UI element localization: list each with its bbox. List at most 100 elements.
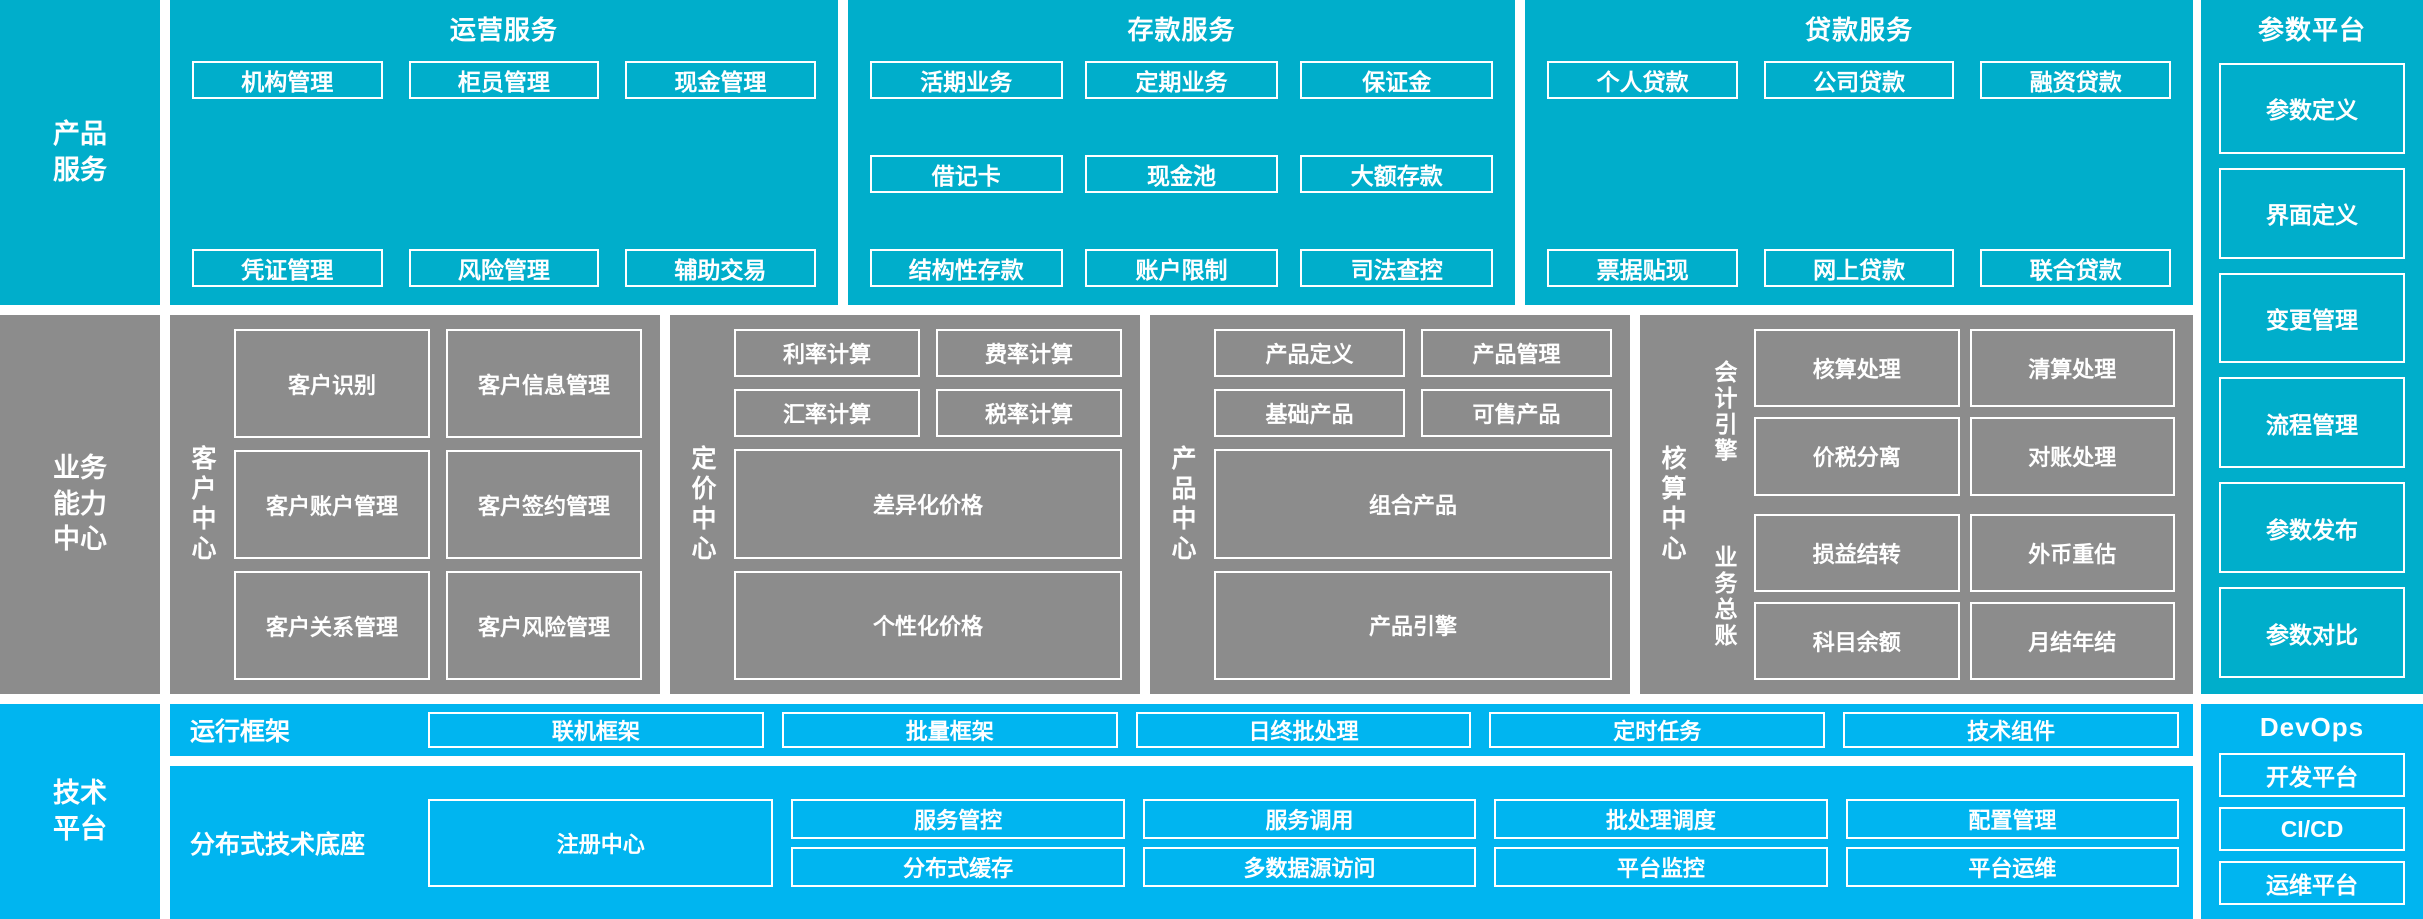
- capability-cell[interactable]: 基础产品: [1214, 389, 1405, 437]
- devops-item[interactable]: 运维平台: [2219, 861, 2405, 905]
- capability-cell[interactable]: 利率计算: [734, 329, 920, 377]
- capability-cell[interactable]: 客户识别: [234, 329, 430, 438]
- capability-cell[interactable]: 价税分离: [1754, 417, 1960, 496]
- service-cell[interactable]: 保证金: [1300, 61, 1494, 99]
- capability-cell[interactable]: 客户关系管理: [234, 571, 430, 680]
- accounting-engine-col-2: 清算处理 对账处理: [1969, 329, 2175, 496]
- tech-row-distributed-base: 分布式技术底座 注册中心 服务管控 分布式缓存 服务调用 多数据源访问 批处理调…: [170, 766, 2193, 919]
- band-product-services: 产品 服务 运营服务 机构管理 柜员管理 现金管理 凭证管理 风险管理 辅助交易: [0, 0, 2194, 305]
- tech-cell[interactable]: 技术组件: [1843, 712, 2179, 748]
- capability-cell[interactable]: 产品管理: [1421, 329, 1612, 377]
- service-cell[interactable]: 柜员管理: [408, 61, 600, 99]
- panel-title-devops: DevOps: [2259, 712, 2365, 742]
- service-cell[interactable]: 票据贴现: [1547, 249, 1738, 287]
- service-cell[interactable]: 个人贷款: [1547, 61, 1738, 99]
- capability-cell[interactable]: 清算处理: [1969, 329, 2175, 408]
- capability-cell-wide[interactable]: 差异化价格: [734, 449, 1122, 559]
- parameter-item[interactable]: 参数发布: [2219, 482, 2405, 574]
- capability-cell[interactable]: 科目余额: [1754, 601, 1960, 680]
- center-pricing-grid: 利率计算 费率计算 汇率计算 税率计算: [734, 329, 1122, 437]
- service-cell[interactable]: 借记卡: [869, 155, 1063, 193]
- capability-cell[interactable]: 可售产品: [1421, 389, 1612, 437]
- capability-cell[interactable]: 外币重估: [1969, 513, 2175, 592]
- service-cell[interactable]: 结构性存款: [869, 249, 1063, 287]
- tech-cell[interactable]: 批量框架: [781, 712, 1118, 748]
- capability-cell[interactable]: 月结年结: [1969, 601, 2175, 680]
- service-cell[interactable]: 账户限制: [1084, 249, 1279, 287]
- capability-cell[interactable]: 核算处理: [1754, 329, 1960, 408]
- service-cell[interactable]: 现金管理: [625, 61, 816, 99]
- center-accounting-body: 会计引擎 核算处理 价税分离 清算处理 对账处理 业务总账: [1704, 329, 2175, 680]
- tech-cell-stack: 配置管理 平台运维: [1845, 798, 2180, 887]
- tech-cell[interactable]: 批处理调度: [1494, 798, 1828, 839]
- capability-cell[interactable]: 损益结转: [1754, 513, 1960, 592]
- center-product: 产品中心 产品定义 产品管理 基础产品 可售产品 组合产品 产品引擎: [1150, 315, 1630, 694]
- center-label-accounting: 核算中心: [1658, 444, 1686, 565]
- service-cell[interactable]: 活期业务: [869, 61, 1063, 99]
- capability-cell[interactable]: 费率计算: [936, 329, 1122, 377]
- tech-cell[interactable]: 配置管理: [1845, 798, 2180, 839]
- center-customer: 客户中心 客户识别 客户信息管理 客户账户管理 客户签约管理 客户关系管理 客户…: [170, 315, 660, 694]
- parameter-item[interactable]: 参数定义: [2219, 63, 2405, 154]
- tech-cell[interactable]: 服务调用: [1142, 798, 1477, 839]
- service-group-grid: 机构管理 柜员管理 现金管理 凭证管理 风险管理 辅助交易: [192, 61, 816, 287]
- capability-cell[interactable]: 客户账户管理: [234, 450, 430, 559]
- service-cell[interactable]: 大额存款: [1300, 155, 1494, 193]
- service-group-title: 存款服务: [1127, 15, 1236, 45]
- service-cell[interactable]: 机构管理: [192, 61, 383, 99]
- capability-cell[interactable]: 汇率计算: [734, 389, 920, 437]
- tech-cell[interactable]: 平台运维: [1845, 846, 2180, 887]
- tech-cell[interactable]: 服务管控: [791, 798, 1125, 839]
- capability-cell[interactable]: 客户风险管理: [446, 571, 642, 680]
- tech-cell[interactable]: 定时任务: [1489, 712, 1826, 748]
- service-cell[interactable]: 风险管理: [408, 249, 600, 287]
- tech-cell[interactable]: 联机框架: [428, 712, 764, 748]
- tech-cell-registry[interactable]: 注册中心: [428, 798, 774, 887]
- devops-item[interactable]: CI/CD: [2219, 807, 2405, 851]
- accounting-engine-col-1: 核算处理 价税分离: [1754, 329, 1960, 496]
- capability-cell-wide[interactable]: 个性化价格: [734, 570, 1122, 680]
- service-cell[interactable]: 融资贷款: [1980, 61, 2172, 99]
- service-cell[interactable]: 定期业务: [1084, 61, 1279, 99]
- service-cell[interactable]: 辅助交易: [625, 249, 816, 287]
- tech-cell[interactable]: 分布式缓存: [791, 846, 1125, 887]
- service-cell[interactable]: 现金池: [1084, 155, 1279, 193]
- service-cell[interactable]: 司法查控: [1300, 249, 1494, 287]
- tech-cell[interactable]: 多数据源访问: [1142, 846, 1477, 887]
- devops-item[interactable]: 开发平台: [2219, 753, 2405, 797]
- tech-cell-stack: 批处理调度 平台监控: [1494, 798, 1828, 887]
- parameter-item[interactable]: 界面定义: [2219, 167, 2405, 259]
- tech-row-label: 分布式技术底座: [190, 830, 366, 859]
- parameter-item[interactable]: 变更管理: [2219, 272, 2405, 364]
- capability-cell-wide[interactable]: 产品引擎: [1214, 570, 1612, 680]
- service-cell[interactable]: 网上贷款: [1763, 249, 1955, 287]
- service-cell[interactable]: 公司贷款: [1763, 61, 1955, 99]
- tech-row-runtime-framework: 运行框架 联机框架 批量框架 日终批处理 定时任务 技术组件: [170, 704, 2193, 756]
- service-cell[interactable]: 凭证管理: [192, 249, 383, 287]
- center-product-body: 产品定义 产品管理 基础产品 可售产品 组合产品 产品引擎: [1214, 329, 1612, 680]
- tech-cell[interactable]: 日终批处理: [1135, 712, 1472, 748]
- center-label-product: 产品中心: [1168, 444, 1196, 565]
- service-cell[interactable]: 联合贷款: [1980, 249, 2172, 287]
- tech-cell[interactable]: 平台监控: [1494, 846, 1828, 887]
- parameter-item[interactable]: 参数对比: [2219, 587, 2405, 678]
- capability-cell[interactable]: 对账处理: [1969, 417, 2175, 496]
- center-product-grid: 产品定义 产品管理 基础产品 可售产品: [1214, 329, 1612, 437]
- parameter-platform-items: 参数定义 界面定义 变更管理 流程管理 参数发布 参数对比: [2219, 63, 2405, 678]
- capability-cell[interactable]: 税率计算: [936, 389, 1122, 437]
- center-customer-body: 客户识别 客户信息管理 客户账户管理 客户签约管理 客户关系管理 客户风险管理: [234, 329, 642, 680]
- capability-cell[interactable]: 客户信息管理: [446, 329, 642, 438]
- accounting-subgroup-label-engine: 会计引擎: [1711, 360, 1737, 465]
- band-label-line-2: 平台: [53, 813, 107, 844]
- service-group-title: 运营服务: [449, 15, 558, 45]
- capability-cell[interactable]: 产品定义: [1214, 329, 1405, 377]
- center-pricing: 定价中心 利率计算 费率计算 汇率计算 税率计算 差异化价格 个性化价格: [670, 315, 1140, 694]
- band-label-line-1: 技术: [53, 777, 107, 808]
- product-services-groups: 运营服务 机构管理 柜员管理 现金管理 凭证管理 风险管理 辅助交易 存款服务 …: [170, 0, 2194, 305]
- capability-cell[interactable]: 客户签约管理: [446, 450, 642, 559]
- capability-cell-wide[interactable]: 组合产品: [1214, 449, 1612, 559]
- band-label-business-capability: 业务 能力 中心: [0, 315, 160, 694]
- parameter-item[interactable]: 流程管理: [2219, 377, 2405, 469]
- panel-devops: DevOps 开发平台 CI/CD 运维平台: [2201, 704, 2423, 919]
- band-label-technical-platform: 技术 平台: [0, 704, 160, 919]
